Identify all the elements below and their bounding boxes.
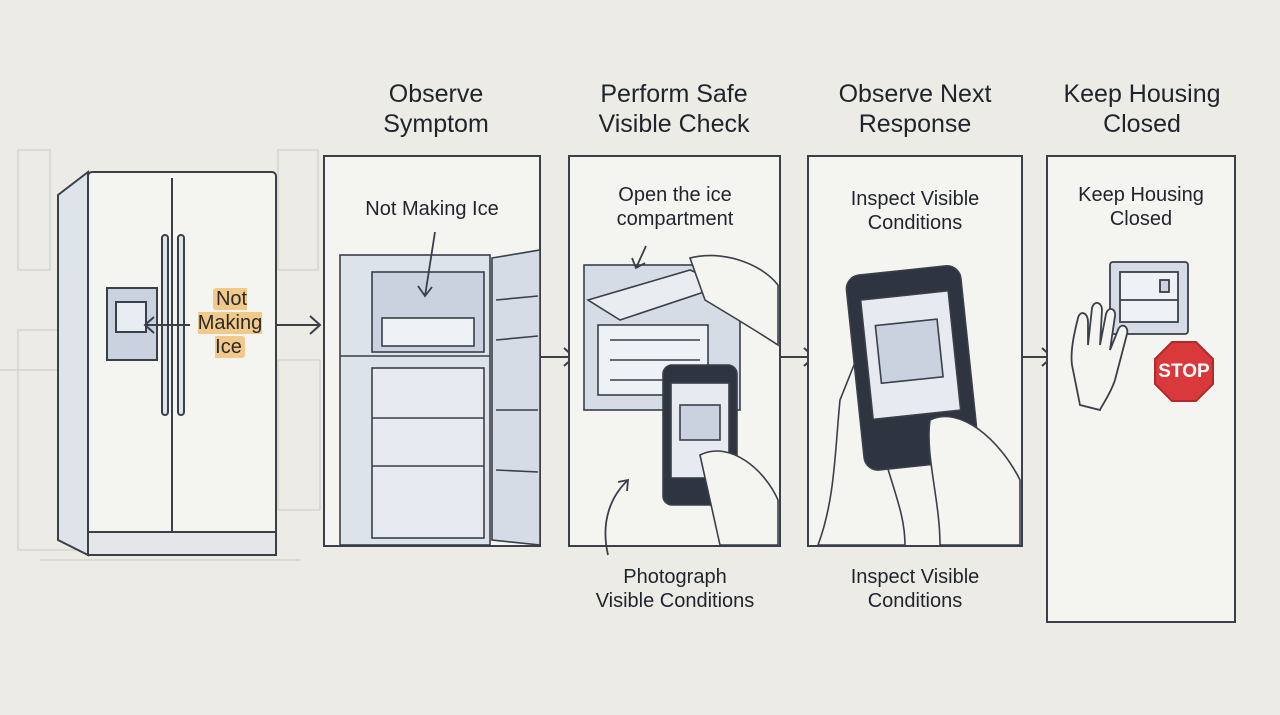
panel-observe-next-response [807,155,1023,547]
refrigerator-icon [57,169,277,557]
panel-observe-symptom [323,155,541,547]
panel-label-open-ice-compartment: Open the ice compartment [616,184,734,230]
heading-keep-housing-closed: Keep Housing Closed [1063,80,1221,138]
hand-icon [1070,302,1129,412]
caption-photograph-visible: Photograph Visible Conditions [595,566,755,612]
stop-sign-label: STOP [1158,361,1210,382]
pointer-arrow [417,231,436,298]
panel-keep-housing-closed [1046,155,1236,623]
panel-label-keep-housing-closed: Keep Housing Closed [1078,184,1204,230]
housing-panel-icon [1109,261,1189,335]
stop-sign-icon [1154,341,1214,402]
heading-perform-safe-check: Perform Safe Visible Check [598,80,750,138]
pointer-arrow [631,245,647,270]
pointer-arrow [604,478,630,556]
fridge-label-arrow [143,316,190,334]
heading-observe-next-response: Observe Next Response [838,80,992,138]
caption-inspect-visible: Inspect Visible Conditions [850,566,980,612]
heading-observe-symptom: Observe Symptom [383,80,489,138]
fridge-symptom-label: Not Making Ice [197,288,263,358]
panel-label-inspect-visible: Inspect Visible Conditions [850,188,980,234]
kitchen-background [0,149,321,561]
panel-label-not-making-ice: Not Making Ice [365,198,499,220]
arrow-right-icon [276,315,322,335]
panel-perform-safe-check [568,155,781,556]
